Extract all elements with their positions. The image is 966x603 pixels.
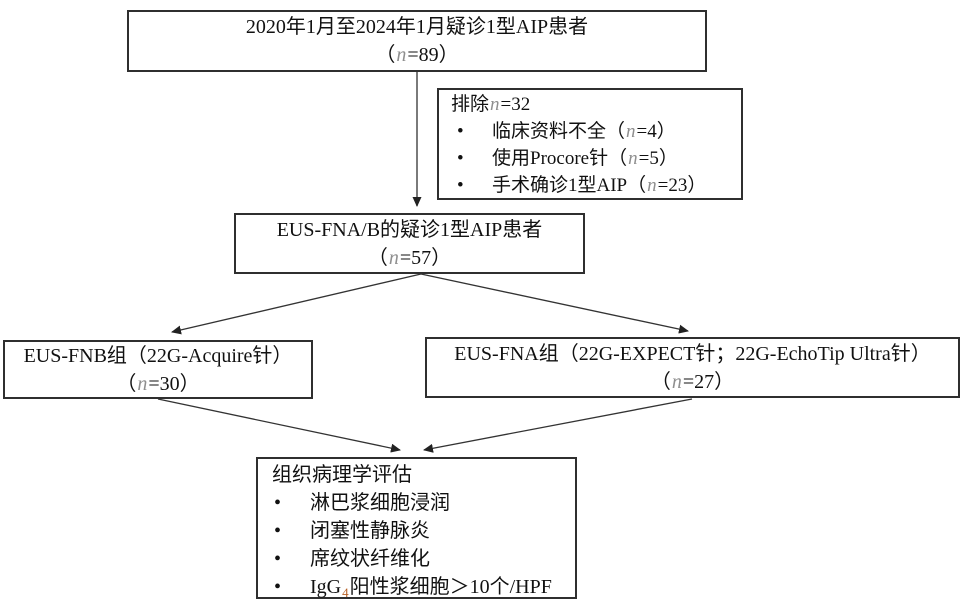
histology-item-igg4: • IgG4阳性浆细胞＞10个/HPF (258, 573, 575, 603)
bullet-icon: • (274, 548, 282, 570)
box-fna-group: EUS-FNA组（22G-EXPECT针；22G-EchoTip Ultra针）… (425, 337, 960, 398)
n-variable: n (490, 94, 500, 115)
initial-cohort-n: （n=89） (375, 44, 459, 66)
eus-fnab-title: EUS-FNA/B的疑诊1型AIP患者 (276, 218, 543, 241)
n-variable: n (671, 370, 682, 393)
arrow-fnab-to-fnb (171, 273, 422, 335)
n-variable: n (137, 372, 148, 395)
fnb-group-n: （n=30） (116, 372, 200, 395)
bullet-icon: • (457, 121, 464, 142)
bullet-icon: • (274, 492, 282, 514)
arrow-fnb-to-histology (157, 398, 401, 453)
box-initial-cohort: 2020年1月至2024年1月疑诊1型AIP患者 （n=89） (127, 10, 707, 72)
box-fnb-group: EUS-FNB组（22G-Acquire针） （n=30） (3, 340, 313, 399)
bullet-icon: • (457, 175, 464, 196)
initial-cohort-title: 2020年1月至2024年1月疑诊1型AIP患者 (245, 16, 589, 38)
box-eus-fnab-cohort: EUS-FNA/B的疑诊1型AIP患者 （n=57） (234, 213, 585, 274)
arrow-fna-to-histology (423, 398, 693, 453)
n-variable: n (396, 44, 407, 66)
exclusions-header: 排除n=32 (451, 94, 531, 115)
eus-fnab-n: （n=57） (367, 246, 452, 269)
box-exclusions: 排除n=32 • 临床资料不全（n=4） • 使用Procore针（n=5） •… (437, 88, 743, 200)
bullet-icon: • (457, 148, 464, 169)
fnb-group-title: EUS-FNB组（22G-Acquire针） (23, 344, 293, 367)
bullet-icon: • (274, 520, 282, 542)
histology-item: • 闭塞性静脉炎 (258, 517, 575, 545)
histology-item: • 席纹状纤维化 (258, 545, 575, 573)
igg4-subscript: 4 (342, 585, 349, 600)
histopathology-header: 组织病理学评估 (272, 464, 412, 486)
n-variable: n (647, 175, 657, 196)
fna-group-n: （n=27） (650, 370, 735, 393)
exclusion-item: • 手术确诊1型AIP（n=23） (439, 172, 741, 199)
arrow-fnab-to-fna (420, 273, 689, 334)
fna-group-title: EUS-FNA组（22G-EXPECT针；22G-EchoTip Ultra针） (454, 342, 931, 365)
bullet-icon: • (274, 576, 282, 598)
box-histopathology: 组织病理学评估 • 淋巴浆细胞浸润 • 闭塞性静脉炎 • 席纹状纤维化 • Ig… (256, 457, 577, 600)
exclusion-item: • 使用Procore针（n=5） (439, 145, 741, 172)
exclusion-item: • 临床资料不全（n=4） (439, 118, 741, 145)
histology-item: • 淋巴浆细胞浸润 (258, 489, 575, 517)
n-variable: n (388, 246, 399, 269)
n-variable: n (626, 121, 636, 142)
n-variable: n (628, 148, 638, 169)
